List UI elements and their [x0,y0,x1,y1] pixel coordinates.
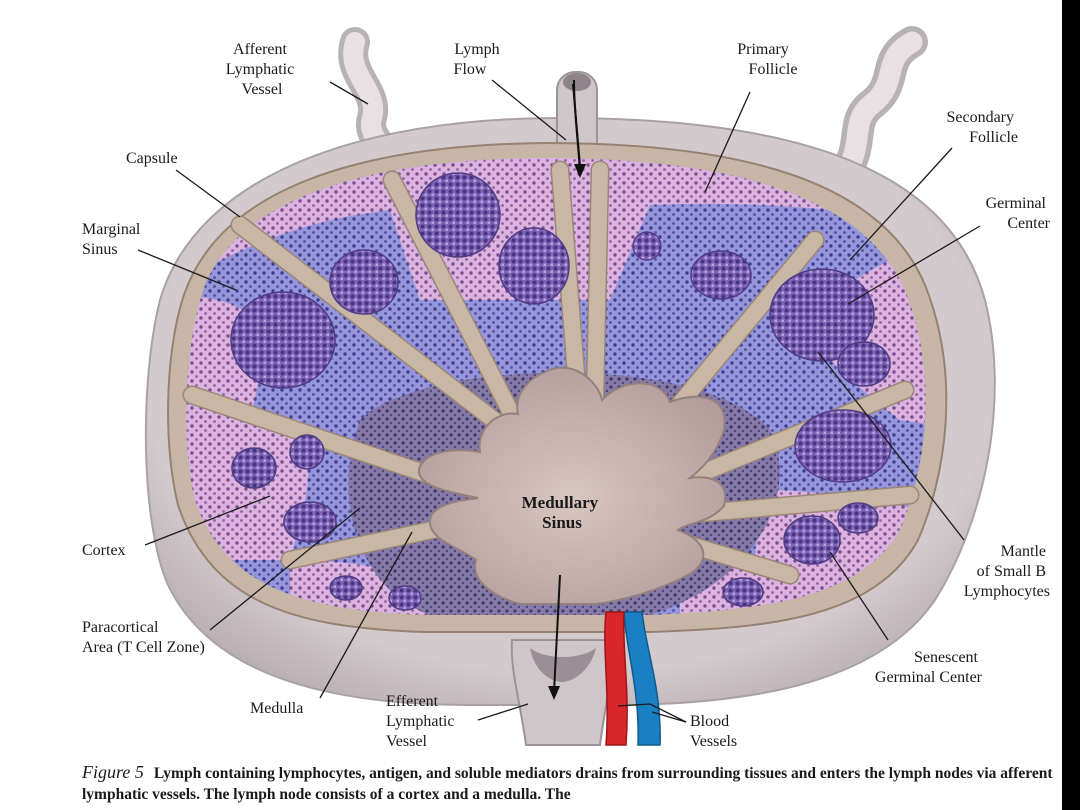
label-afferent-lymphatic-vessel: Afferent Lymphatic Vessel [226,41,298,98]
label-medulla: Medulla [250,700,303,717]
follicle [794,409,892,483]
vein [623,611,661,746]
label-marginal-sinus: Marginal Sinus [82,221,144,258]
cortex-right [800,230,926,430]
follicle [632,231,662,261]
right-edge-bar [1062,0,1080,810]
lymph-flow-arrow [572,83,581,167]
label-blood-vessels: Blood Vessels [690,713,737,750]
follicle [690,250,752,300]
follicle [329,249,399,315]
follicle [283,501,337,543]
follicle [783,515,841,565]
leader-lines [137,79,981,723]
labels: Afferent Lymphatic Vessel Lymph Flow Pri… [82,41,1051,750]
flow-arrows [548,79,586,700]
follicle [498,227,570,305]
efferent-flow-arrow [553,574,561,693]
follicle [231,447,277,489]
follicle [722,577,764,607]
follicle [289,434,325,470]
artery [604,611,628,746]
afferent-vessel-right [820,26,928,198]
follicle [388,585,422,611]
label-senescent-germinal-center: Senescent Germinal Center [875,649,983,686]
label-capsule: Capsule [126,150,178,167]
label-efferent-lymphatic-vessel: Efferent Lymphatic Vessel [386,693,458,750]
follicle [230,291,336,389]
label-primary-follicle: Primary Follicle [737,41,797,78]
label-mantle-of-small-b-lymphocytes: Mantle of Small B Lymphocytes [964,543,1050,600]
follicles [230,172,892,611]
label-cortex: Cortex [82,542,126,559]
label-secondary-follicle: Secondary Follicle [946,109,1018,146]
follicle [837,341,891,387]
figure-number: Figure 5 [82,762,144,782]
label-paracortical-area: Paracortical Area (T Cell Zone) [82,619,205,656]
label-germinal-center: Germinal Center [986,195,1051,232]
follicle [837,502,879,534]
efferent-vessel [510,639,614,746]
follicle [329,575,363,601]
blood-vessels [604,611,661,746]
medullary-sinus [417,366,727,605]
follicle [415,172,501,258]
label-lymph-flow: Lymph Flow [454,41,504,78]
caption-text: Lymph containing lymphocytes, antigen, a… [82,765,1053,803]
germinal-center-follicle [769,268,875,362]
label-medullary-sinus: Medullary Sinus [522,493,603,532]
